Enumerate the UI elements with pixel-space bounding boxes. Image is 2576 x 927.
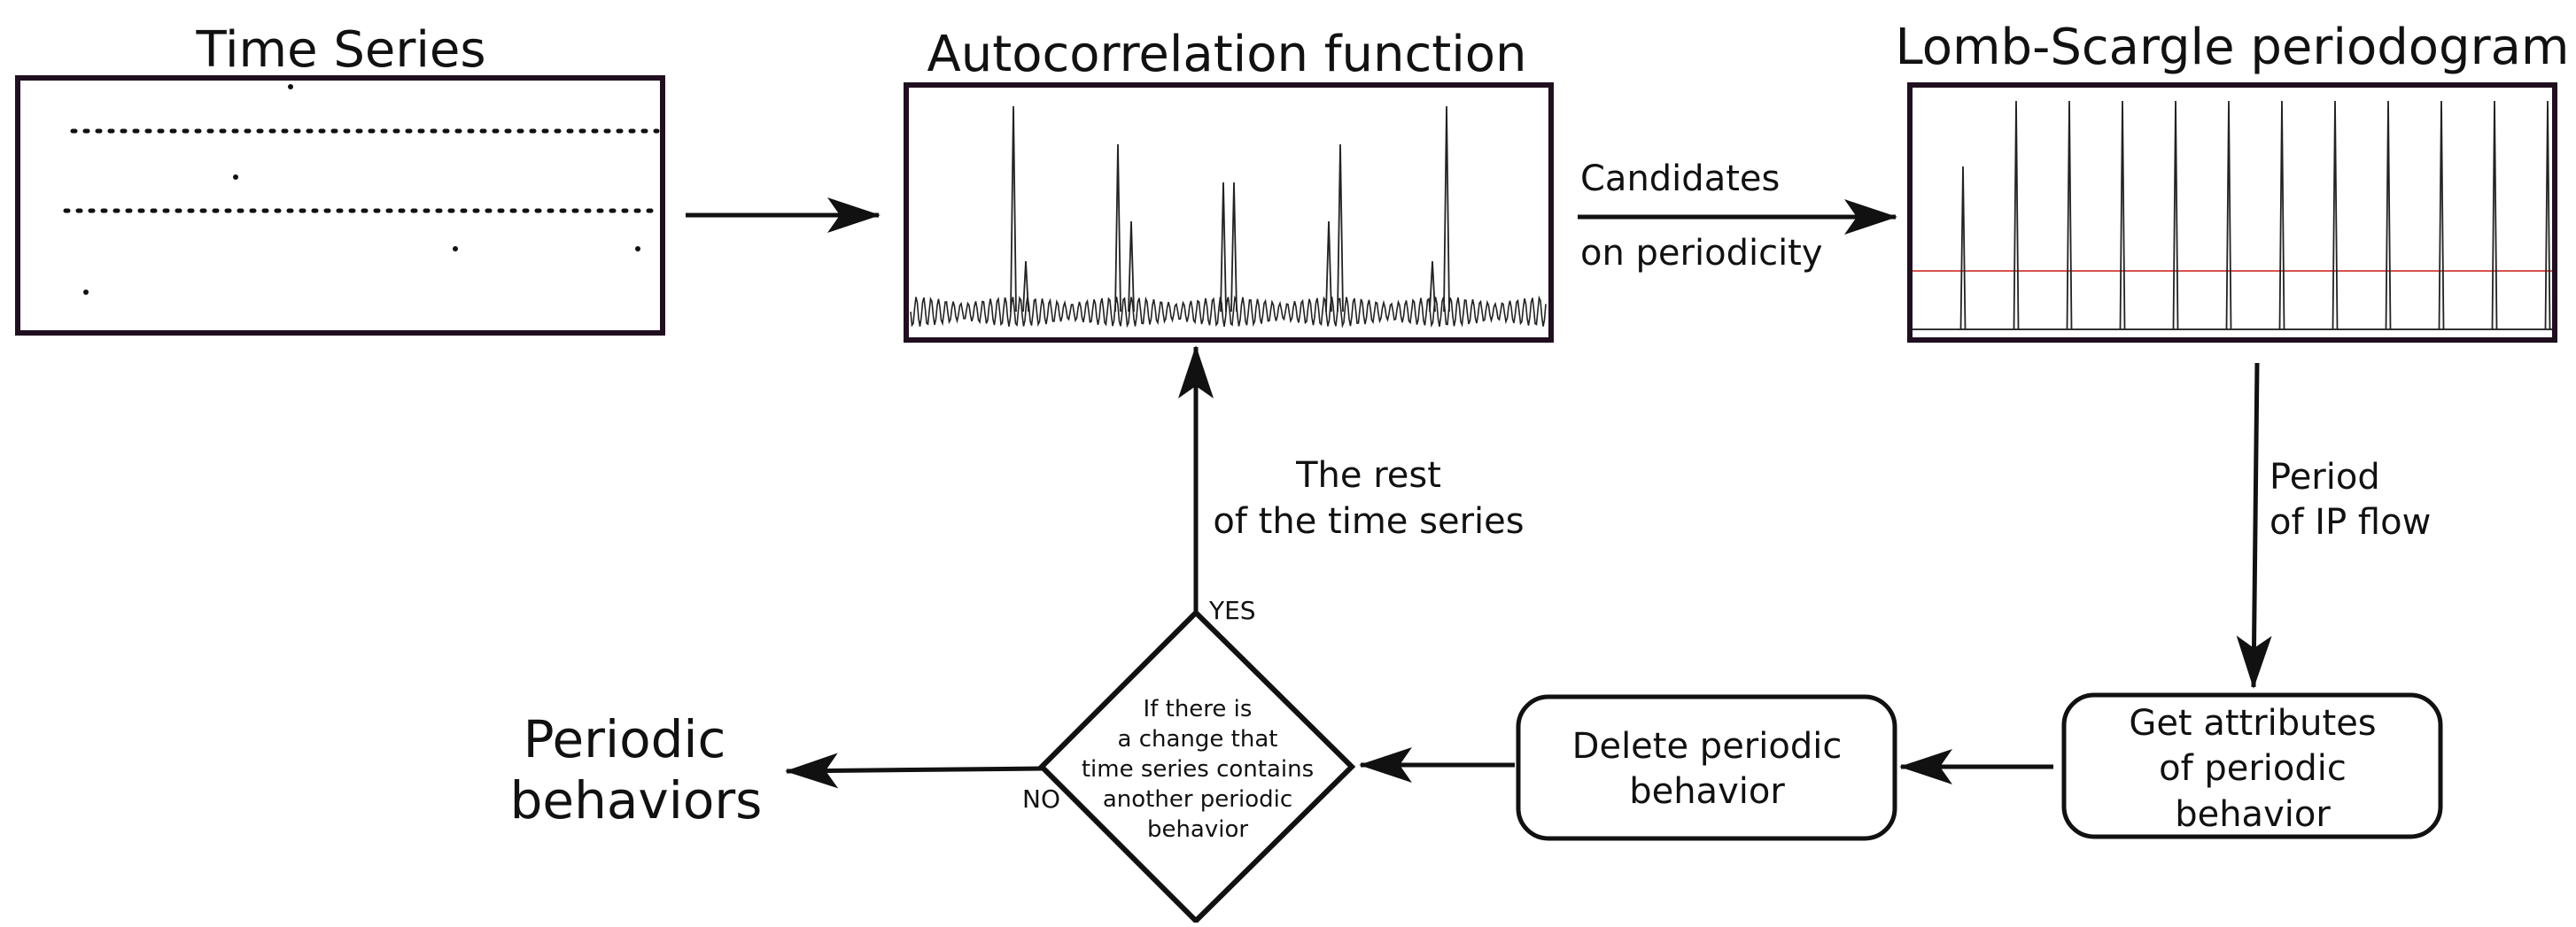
acf-panel	[906, 85, 1551, 340]
output-line1: Periodic	[524, 709, 726, 769]
yes-label: YES	[1208, 596, 1256, 625]
lomb-scargle-panel	[1910, 85, 2576, 340]
decision-line4: another periodic	[1103, 786, 1292, 813]
time-series-frame	[18, 78, 663, 333]
get-attributes-line3: behavior	[2175, 794, 2331, 835]
acf-title: Autocorrelation function	[927, 26, 1526, 83]
delete-periodic-box: Delete periodic behavior	[1518, 697, 1895, 838]
arrow-decision-no-to-output	[787, 769, 1042, 771]
no-label: NO	[1022, 784, 1060, 814]
time-series-point	[233, 174, 238, 180]
decision-line2: a change that	[1118, 726, 1278, 753]
decision-diamond: If there is a change that time series co…	[1042, 613, 1352, 921]
period-label-line2: of IP flow	[2270, 502, 2431, 543]
candidates-label-line2: on periodicity	[1580, 233, 1823, 274]
get-attributes-line2: of periodic	[2159, 748, 2347, 789]
decision-line1: If there is	[1144, 696, 1253, 722]
candidates-label-line1: Candidates	[1580, 158, 1780, 199]
time-series-point	[288, 84, 293, 89]
get-attributes-line1: Get attributes	[2129, 703, 2376, 744]
delete-periodic-line2: behavior	[1629, 771, 1785, 812]
output-line2: behaviors	[510, 770, 763, 830]
arrow-lomb-to-attributes	[2254, 363, 2257, 687]
time-series-point	[635, 246, 640, 251]
delete-periodic-frame	[1518, 697, 1895, 838]
decision-line3: time series contains	[1082, 756, 1314, 783]
time-series-point	[83, 290, 89, 295]
lomb-scargle-title: Lomb-Scargle periodogram	[1896, 19, 2570, 76]
time-series-title: Time Series	[195, 21, 485, 79]
time-series-point	[453, 246, 458, 251]
lomb-scargle-frame	[1910, 85, 2555, 340]
decision-line5: behavior	[1147, 816, 1248, 843]
delete-periodic-line1: Delete periodic	[1572, 726, 1843, 767]
time-series-panel	[18, 78, 663, 333]
rest-label-line2: of the time series	[1213, 501, 1524, 542]
period-label-line1: Period	[2270, 457, 2380, 498]
get-attributes-box: Get attributes of periodic behavior	[2064, 695, 2440, 837]
rest-label-line1: The rest	[1295, 455, 1441, 496]
